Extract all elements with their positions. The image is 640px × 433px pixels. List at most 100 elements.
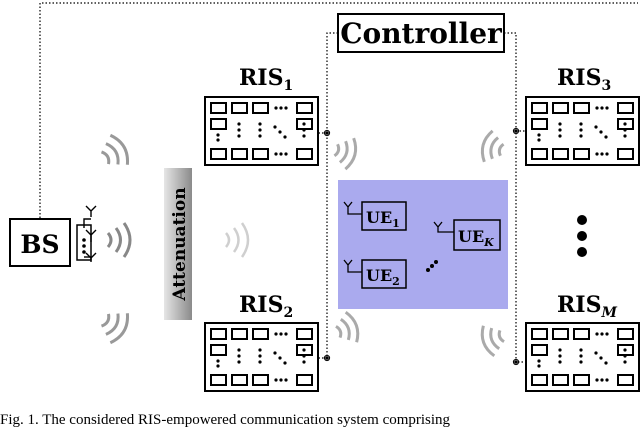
ris-element [296,328,313,340]
ris-element [231,102,248,114]
ris-element [296,374,313,386]
bs-controller-link [39,2,638,218]
ris-element [531,102,548,114]
ris-dot [558,360,562,364]
ris-dot [579,348,583,352]
ris-dot [605,378,609,382]
ris-dot [623,360,627,364]
ris-dot [600,378,604,382]
ris-dot [302,134,306,138]
ris-dot [595,152,599,156]
ris-frame [204,322,319,392]
ris-dot [274,106,278,110]
ris-dot [216,359,220,363]
ris3-label: RIS3 [557,65,611,94]
ris-element [531,374,548,386]
attenuation-block: Attenuation [164,168,192,320]
ris-element [252,148,269,160]
risM-label: RISM [557,292,617,321]
ris-dot [274,152,278,156]
ris-element [531,328,548,340]
ris-element [231,148,248,160]
ris-dot [579,134,583,138]
ris-dot [216,133,220,137]
ris-dot [302,354,306,358]
ris-dot [302,360,306,364]
ris-dot [537,133,541,137]
ris-dot [237,348,241,352]
ris-dot [258,134,262,138]
ris-element [573,328,590,340]
ue1-antenna-icon [343,201,362,215]
junction-dots [323,127,520,366]
ris-element [210,148,227,160]
ris-dot [623,134,627,138]
ue1-label: UE1 [366,208,400,230]
ris-dot [258,360,262,364]
ris-element [252,102,269,114]
ris-dot [258,122,262,126]
base-station: BS [9,205,97,267]
ris-dot [283,135,287,139]
ris-frame [525,322,640,392]
ris-element [552,328,569,340]
ris-dot [623,354,627,358]
ris-panel-2 [204,322,319,392]
ris-dot [237,354,241,358]
ris-dot [623,128,627,132]
ris-element [210,102,227,114]
ris-element [617,102,634,114]
ue-K: UEK [433,219,501,251]
ris-dot [279,152,283,156]
ris-element [552,148,569,160]
ris-dot [279,378,283,382]
ris-element [296,102,313,114]
ris-dot [302,122,306,126]
ris-dot [274,378,278,382]
ris-dot [599,356,603,360]
ris-dot [558,128,562,132]
ris-element [573,102,590,114]
ris-element [210,344,227,356]
ris-element [296,148,313,160]
ris-dot [579,128,583,132]
ris-element [531,344,548,356]
ris-dot [284,152,288,156]
controller-box: Controller [337,13,505,53]
ris-dot [237,122,241,126]
ris-element [231,328,248,340]
ris-dot [258,128,262,132]
ris-dot [274,332,278,336]
ris1-reflected-wave [333,137,358,171]
ris-dot [594,351,598,355]
ris-element [617,328,634,340]
ue2-antenna-icon [343,259,362,273]
ris-dot [604,135,608,139]
ris1-label: RIS1 [239,65,293,94]
ris3-reflected-wave [480,129,505,163]
ris-dot [605,332,609,336]
signal-waves [100,129,505,358]
ris-dot [278,130,282,134]
ris-dot [283,361,287,365]
ris-dot [284,332,288,336]
ris-dot [600,332,604,336]
ris-element [252,328,269,340]
ris-dot [599,130,603,134]
ue2-label: UE2 [366,266,400,288]
ris-dot [284,106,288,110]
ris-dot [273,351,277,355]
ris-element [573,148,590,160]
ris-dot [558,134,562,138]
bs-label: BS [20,230,59,259]
ris-dot [537,364,541,368]
ris-dot [558,354,562,358]
ris-dot [579,360,583,364]
controller-ris1-ris2-link [318,32,338,359]
controller-label: Controller [340,17,503,50]
ris-element [617,374,634,386]
ris-panel-1 [204,96,319,166]
ris-element [617,148,634,160]
ueK-label: UEK [458,227,494,249]
